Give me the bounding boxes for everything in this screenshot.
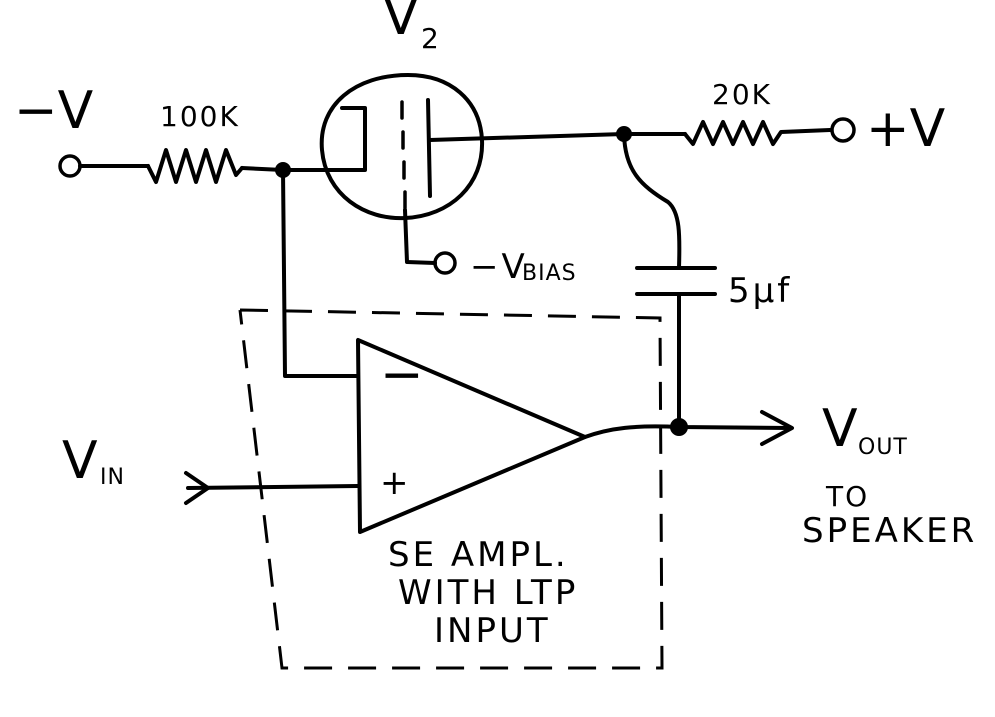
- bias-label-sub: BIAS: [522, 261, 577, 286]
- minus-sign: −: [380, 345, 424, 405]
- wire-junction-to-cathode: [281, 106, 367, 172]
- capacitor-label: 5µf: [728, 271, 792, 311]
- speaker-label: SPEAKER: [802, 511, 977, 551]
- output-arrow: [760, 410, 794, 446]
- wire-amp-output: [583, 424, 792, 439]
- vout-label-sub: OUT: [858, 435, 908, 460]
- resistor-100k: [146, 148, 244, 184]
- to-label: TO: [825, 480, 869, 513]
- wire-vin: [186, 484, 360, 490]
- wire-node-to-capacitor: [622, 132, 682, 270]
- tube-label: V: [383, 0, 419, 47]
- plus-sign: +: [380, 463, 412, 503]
- vin-label: V: [62, 431, 98, 491]
- vin-label-sub: IN: [100, 465, 125, 490]
- input-arrow: [184, 471, 210, 505]
- wire-grid-bias: [403, 208, 437, 265]
- amp-caption-line3: INPUT: [434, 611, 551, 651]
- pos-supply-label: +V: [866, 99, 946, 159]
- tube-plate: [426, 98, 432, 198]
- dashed-enclosure: [238, 308, 664, 670]
- pos-supply-terminal: [830, 117, 856, 143]
- neg-supply-terminal: [58, 154, 82, 178]
- amp-caption-line1: SE AMPL.: [388, 535, 569, 575]
- wire-plate-to-node: [428, 132, 626, 142]
- resistor-100k-label: 100K: [160, 100, 240, 133]
- vout-label: V: [822, 399, 858, 459]
- resistor-20k-label: 20K: [712, 78, 772, 111]
- tube-grid: [400, 100, 407, 210]
- amplifier-triangle: [356, 338, 587, 534]
- bias-terminal: [433, 251, 457, 275]
- wire-feedback: [281, 168, 359, 378]
- bias-label: −V: [470, 247, 528, 287]
- neg-supply-label: −V: [14, 81, 94, 141]
- resistor-20k: [683, 120, 832, 146]
- amp-caption-line2: WITH LTP: [398, 573, 578, 613]
- tube-label-sub: 2: [421, 22, 441, 55]
